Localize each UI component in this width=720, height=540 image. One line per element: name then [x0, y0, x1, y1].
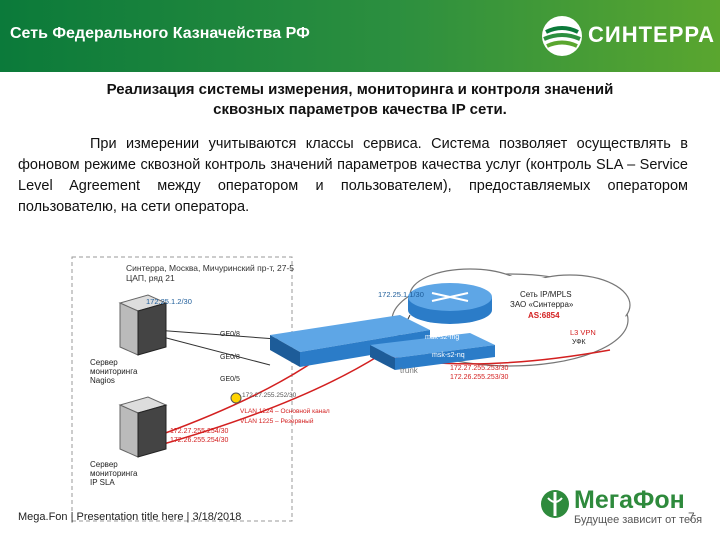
server1-line-3: Nagios — [90, 376, 115, 385]
vlan-backup-label: VLAN 1225 – Резервный — [240, 417, 314, 425]
megafon-name: МегаФон — [574, 486, 685, 514]
content-heading: Реализация системы измерения, мониторинг… — [40, 80, 680, 120]
ipsla-server-icon — [118, 396, 168, 458]
as-label: AS:6854 — [528, 311, 560, 320]
location-line-1: Синтерра, Москва, Мичуринский пр-т, 27-5 — [126, 263, 294, 273]
site-boundary — [71, 256, 293, 522]
server2-line-2: мониторинга — [90, 469, 138, 478]
location-line-2: ЦАП, ряд 21 — [126, 273, 175, 283]
slide-title: Сеть Федерального Казначейства РФ — [10, 25, 310, 42]
megafon-slogan: Будущее зависит от тебя — [574, 514, 703, 526]
switch2-label: msk-s2-nq — [432, 352, 465, 359]
firewall-icon — [230, 392, 242, 404]
switch-msk-s2-lng — [270, 315, 430, 367]
vlan-main-label: VLAN 1224 – Основной канал — [240, 407, 330, 415]
page-number: 7 — [688, 510, 695, 524]
server2-line-3: IP SLA — [90, 478, 115, 487]
heading-line-2: сквозных параметров качества IP сети. — [213, 101, 507, 118]
port-ge-2: GE0/8 — [220, 354, 240, 361]
header-bar: Сеть Федерального Казначейства РФ СИНТЕР… — [0, 0, 720, 72]
heading-line-1: Реализация системы измерения, мониторинг… — [106, 81, 614, 98]
firewall-label: 172.27.255.252/30 — [242, 392, 297, 399]
core-router-icon — [408, 283, 492, 324]
ip-server2-line-2: 172.26.255.254/30 — [170, 437, 228, 444]
megafon-logo-icon — [541, 490, 569, 518]
megafon-logo: МегаФон Будущее зависит от тебя — [538, 478, 713, 538]
ip-right-1: 172.27.255.253/30 — [450, 365, 508, 372]
link-server1-switch-b — [154, 334, 271, 366]
vlan-backup-link — [159, 354, 381, 446]
sinterra-logo-text: СИНТЕРРА — [588, 22, 716, 47]
server1-line-2: мониторинга — [90, 367, 138, 376]
switch-msk-s2-nq — [370, 333, 495, 370]
port-ge-3: GE0/5 — [220, 376, 240, 383]
server1-line-1: Сервер — [90, 358, 118, 367]
vpn-line-1: L3 VPN — [570, 328, 596, 337]
trunk-label: trunk — [400, 366, 419, 375]
footer-text: Mega.Fon | Presentation title here | 3/1… — [18, 511, 242, 523]
nagios-server-icon — [118, 294, 168, 356]
port-ge-1: GE0/8 — [220, 331, 240, 338]
ip-server2-line-1: 172.27.255.254/30 — [170, 428, 228, 435]
link-server1-switch — [154, 329, 291, 341]
ip-right-2: 172.26.255.253/30 — [450, 374, 508, 381]
vpn-line-2: УФК — [572, 339, 587, 346]
server2-line-1: Сервер — [90, 460, 118, 469]
sinterra-logo: СИНТЕРРА — [538, 12, 714, 60]
sinterra-globe-icon — [542, 16, 582, 56]
ip-core: 172.25.1.1/30 — [378, 290, 424, 299]
body-paragraph: При измерении учитываются классы сервиса… — [18, 136, 688, 215]
cloud-line-2: ЗАО «Синтерра» — [510, 300, 574, 309]
ip-server1: 172.25.1.2/30 — [146, 297, 192, 306]
switch1-label: msk-s2-lng — [425, 334, 459, 341]
cloud-line-1: Сеть IP/MPLS — [520, 290, 572, 299]
network-diagram: Синтерра, Москва, Мичуринский пр-т, 27-5… — [71, 256, 631, 522]
